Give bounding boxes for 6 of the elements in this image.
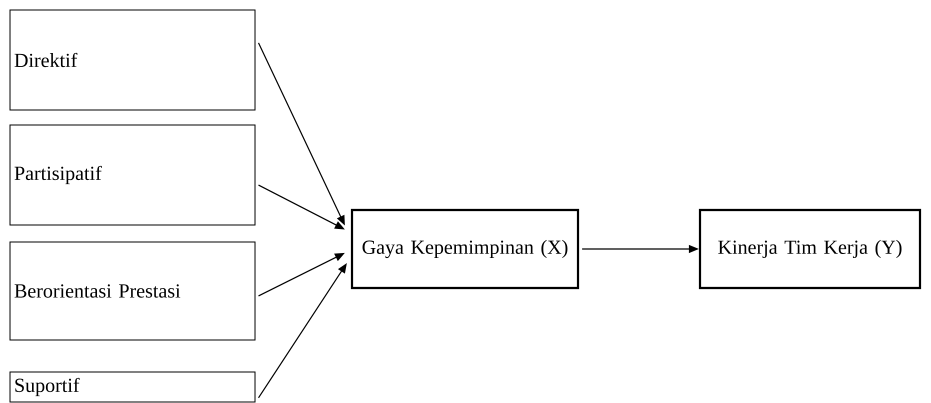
result-box: Kinerja Tim Kerja (Y) — [698, 208, 922, 290]
factor-box: Berorientasi Prestasi — [10, 241, 256, 340]
factor-box: Partisipatif — [10, 124, 256, 226]
factor-box: Direktif — [10, 10, 256, 110]
variable-box: Gaya Kepemimpinan (X) — [350, 208, 580, 290]
factor-box: Suportif — [10, 371, 256, 402]
